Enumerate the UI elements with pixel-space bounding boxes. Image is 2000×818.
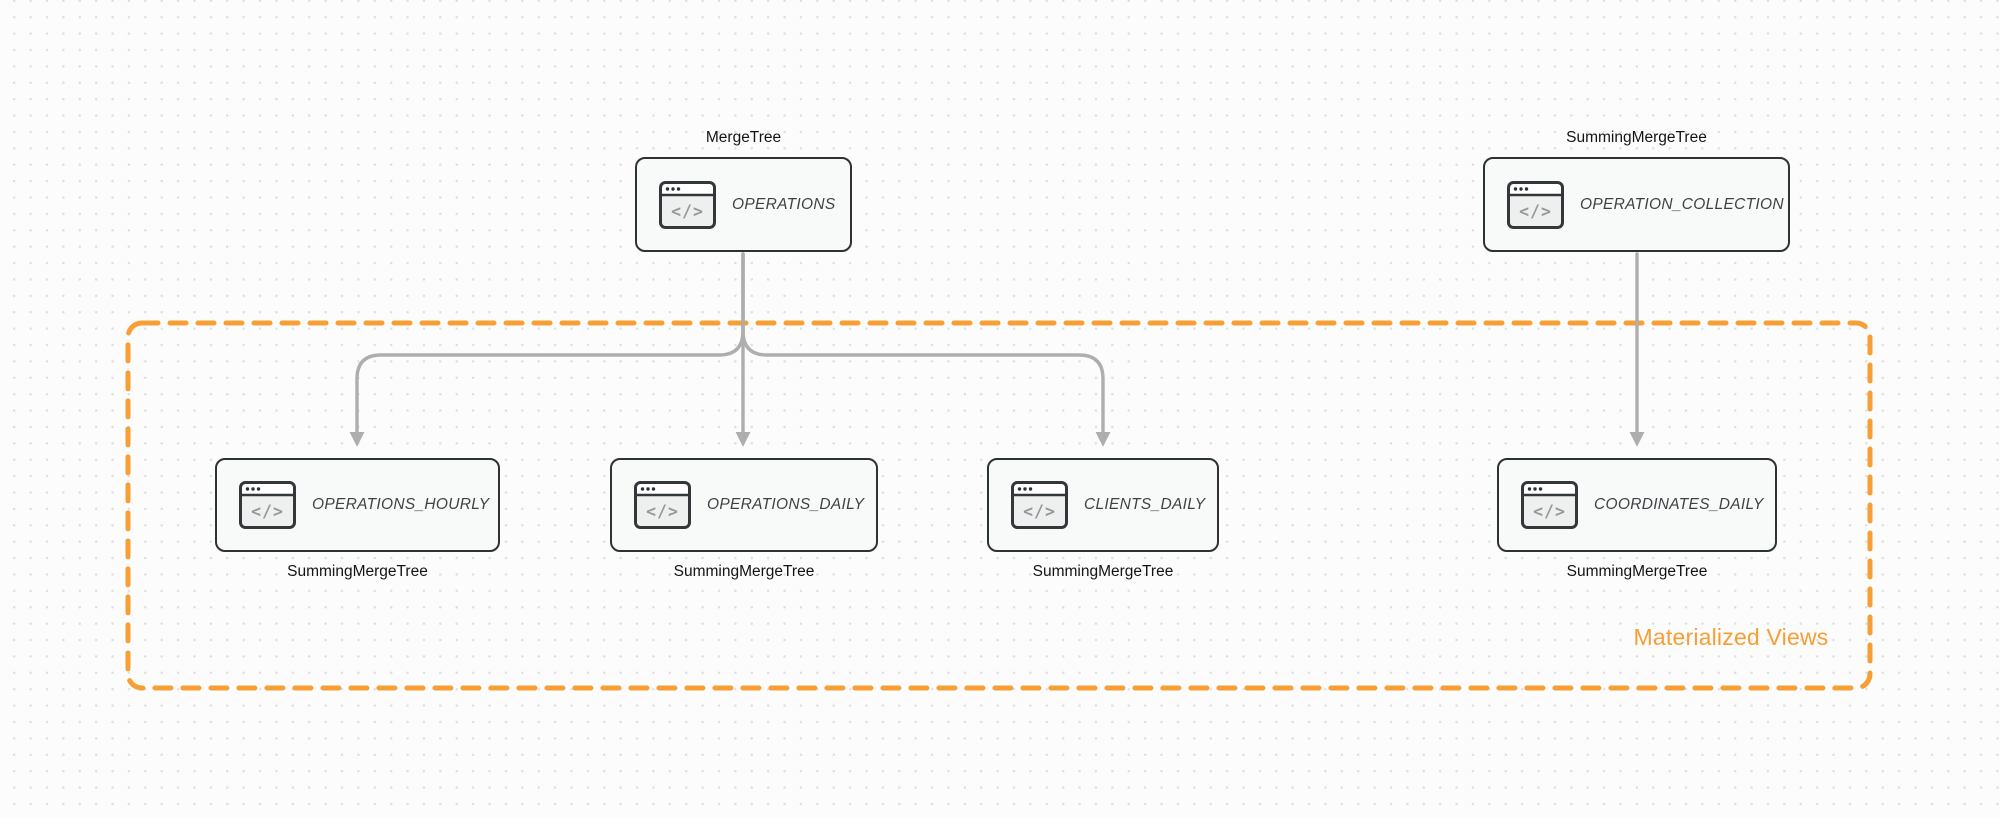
code-window-icon: </> (239, 481, 296, 529)
node-label: OPERATIONS (732, 195, 836, 213)
engine-label: SummingMergeTree (287, 563, 428, 580)
svg-text:</>: </> (1533, 502, 1566, 521)
svg-text:</>: </> (671, 202, 704, 221)
table-node-operations[interactable]: </> OPERATIONS (635, 157, 852, 252)
engine-label: SummingMergeTree (1032, 563, 1174, 580)
materialized-views-group-label: Materialized Views (1633, 624, 1829, 650)
code-window-icon: </> (634, 481, 691, 529)
table-node-clients-daily[interactable]: </> CLIENTS_DAILY (987, 458, 1219, 552)
node-operations: MergeTree </> OPERATIONS (635, 129, 852, 252)
code-window-icon: </> (1507, 180, 1564, 229)
code-window-icon: </> (659, 180, 716, 229)
svg-text:</>: </> (251, 502, 284, 521)
table-node-coordinates-daily[interactable]: </> COORDINATES_DAILY (1497, 458, 1777, 552)
code-window-icon: </> (1011, 481, 1068, 529)
node-label: OPERATIONS_DAILY (707, 496, 865, 513)
edge-operations-to-clients-daily (741, 252, 1111, 447)
node-coordinates-daily: </> COORDINATES_DAILY SummingMergeTree (1497, 458, 1777, 580)
svg-text:</>: </> (646, 502, 679, 521)
table-node-operations-hourly[interactable]: </> OPERATIONS_HOURLY (215, 458, 500, 552)
engine-label: SummingMergeTree (1566, 129, 1707, 146)
node-operation-collection: SummingMergeTree </> OPERATION_COLLECTIO… (1483, 129, 1790, 252)
node-label: COORDINATES_DAILY (1594, 496, 1764, 513)
node-label: OPERATION_COLLECTION (1580, 195, 1784, 213)
engine-label: SummingMergeTree (1566, 563, 1708, 580)
node-clients-daily: </> CLIENTS_DAILY SummingMergeTree (987, 458, 1219, 580)
node-label: CLIENTS_DAILY (1084, 496, 1206, 513)
edge-operations-to-operations-hourly (349, 252, 745, 447)
node-operations-daily: </> OPERATIONS_DAILY SummingMergeTree (610, 458, 878, 580)
engine-label: MergeTree (705, 129, 782, 146)
table-node-operation-collection[interactable]: </> OPERATION_COLLECTION (1483, 157, 1790, 252)
node-label: OPERATIONS_HOURLY (312, 496, 490, 513)
engine-label: SummingMergeTree (673, 563, 815, 580)
svg-text:</>: </> (1519, 202, 1552, 221)
node-operations-hourly: </> OPERATIONS_HOURLY SummingMergeTree (215, 458, 500, 580)
table-node-operations-daily[interactable]: </> OPERATIONS_DAILY (610, 458, 878, 552)
code-window-icon: </> (1521, 481, 1578, 529)
svg-text:</>: </> (1023, 502, 1056, 521)
